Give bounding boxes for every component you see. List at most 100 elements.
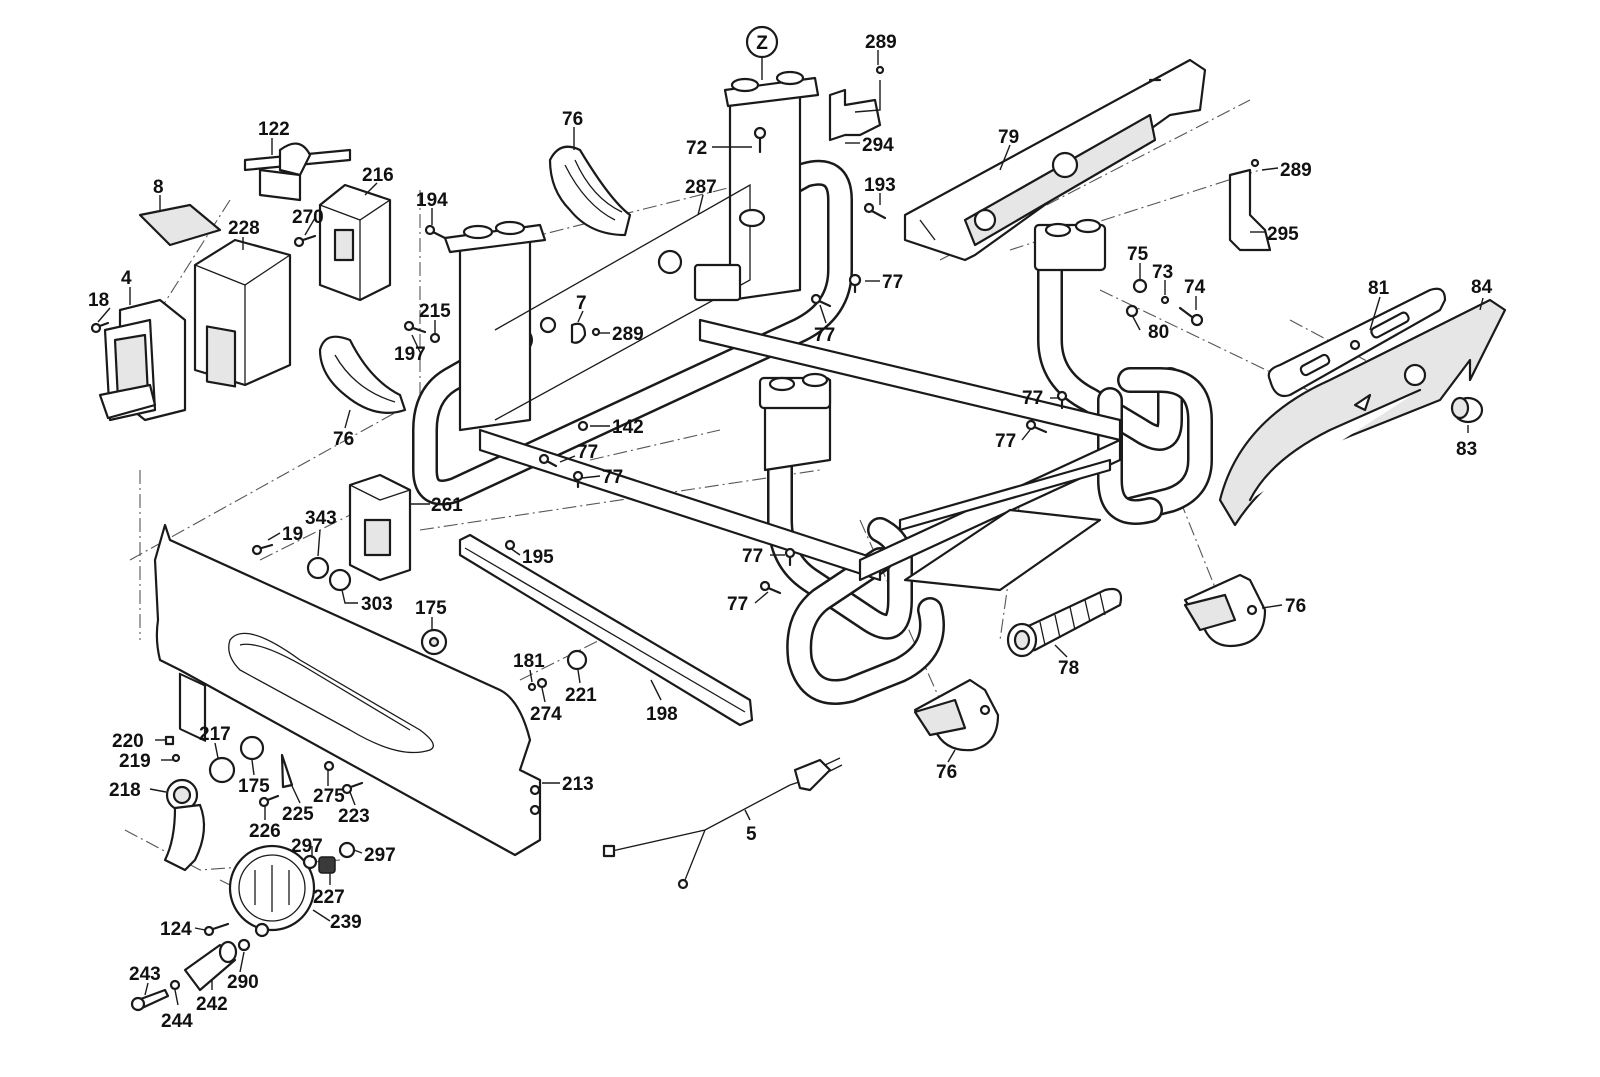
fasteners	[90, 65, 1260, 937]
callout: 223	[338, 806, 370, 827]
callout: 290	[227, 972, 259, 993]
part-218-lever	[163, 778, 206, 872]
callout: 77	[814, 325, 835, 346]
callout: 195	[522, 547, 554, 568]
callout: 275	[313, 786, 345, 807]
callout: 227	[313, 887, 345, 908]
part-76-guide-top	[548, 145, 632, 237]
part-78-grip	[1006, 587, 1123, 658]
callout: 7	[576, 293, 587, 314]
part-221-cap	[566, 649, 588, 671]
part-84-arm	[1218, 298, 1507, 527]
callout: 77	[995, 431, 1016, 452]
callout: 213	[562, 774, 594, 795]
callout: 193	[864, 175, 896, 196]
part-76-foot-right	[1183, 573, 1267, 648]
part-239-handwheel	[228, 844, 316, 938]
part-76-guide-left	[318, 335, 407, 414]
callout: 175	[415, 598, 447, 619]
callout: 219	[119, 751, 151, 772]
callout: 239	[330, 912, 362, 933]
callout: 77	[882, 272, 903, 293]
callout: 289	[612, 324, 644, 345]
part-297-washer-b	[338, 841, 356, 859]
callout: 226	[249, 821, 281, 842]
part-228-box	[193, 238, 292, 388]
callout: 74	[1184, 277, 1206, 298]
callout: 81	[1368, 278, 1390, 299]
callout: 77	[727, 594, 748, 615]
part-261-bracket	[348, 473, 412, 582]
callout: 244	[161, 1011, 193, 1032]
callout: 5	[746, 824, 757, 845]
reference-marker-label: Z	[756, 33, 768, 54]
part-5-cord	[602, 757, 843, 890]
callout: 72	[686, 138, 707, 159]
callout: 228	[228, 218, 260, 239]
part-217-collar	[208, 756, 236, 784]
callout: 242	[196, 994, 228, 1015]
callout: 287	[685, 177, 717, 198]
callout: 218	[109, 780, 141, 801]
callout: 75	[1127, 244, 1149, 265]
callout: 78	[1058, 658, 1079, 679]
callout: 303	[361, 594, 393, 615]
callout: 80	[1148, 322, 1169, 343]
callout: 4	[121, 268, 132, 289]
part-175-washer-a	[239, 735, 265, 761]
callout: 221	[565, 685, 597, 706]
callout: 274	[530, 704, 562, 725]
part-297-washer-a	[302, 854, 318, 870]
callout-labels: 289 72 294 79 76 287 193 289 295 122 216…	[88, 32, 1493, 1032]
callout: 77	[577, 442, 598, 463]
callout: 142	[612, 417, 644, 438]
callout: 77	[602, 467, 623, 488]
parts	[90, 58, 1507, 1012]
reference-marker-z: Z	[745, 25, 779, 59]
callout: 261	[431, 495, 463, 516]
callout: 297	[291, 836, 323, 857]
callout: 8	[153, 177, 164, 198]
part-295-bracket	[1228, 168, 1272, 252]
callout: 220	[112, 731, 144, 752]
part-216-bracket	[318, 183, 392, 302]
callout: 270	[292, 207, 324, 228]
part-8-label	[138, 203, 222, 247]
part-244-washer	[169, 979, 181, 991]
callout: 294	[862, 135, 894, 156]
callout: 198	[646, 704, 678, 725]
leader-lines	[97, 50, 1484, 1006]
callout: 197	[394, 344, 426, 365]
part-79-plate	[903, 58, 1207, 262]
callout: 77	[1022, 388, 1043, 409]
callout: 19	[282, 524, 303, 545]
part-81-link	[1267, 287, 1447, 398]
part-343-knob	[306, 556, 330, 580]
callout: 79	[998, 127, 1019, 148]
callout: 76	[936, 762, 957, 783]
callout: 225	[282, 804, 314, 825]
callout: 77	[742, 546, 763, 567]
callout: 73	[1152, 262, 1173, 283]
part-213-panel	[153, 523, 542, 857]
callout: 343	[305, 508, 337, 529]
callout: 215	[419, 301, 451, 322]
callout: 289	[1280, 160, 1312, 181]
callout: 122	[258, 119, 290, 140]
part-294-bracket	[828, 88, 882, 142]
callout: 76	[1285, 596, 1306, 617]
part-122-clip	[243, 142, 352, 202]
callout: 216	[362, 165, 394, 186]
callout: 76	[333, 429, 354, 450]
part-290-washer	[237, 938, 251, 952]
callout: 181	[513, 651, 545, 672]
callout: 217	[199, 724, 231, 745]
callout: 297	[364, 845, 396, 866]
part-303-knob	[328, 568, 352, 592]
callout: 84	[1471, 277, 1493, 298]
callout: 18	[88, 290, 109, 311]
callout: 243	[129, 964, 161, 985]
callout: 76	[562, 109, 583, 130]
callout: 175	[238, 776, 270, 797]
